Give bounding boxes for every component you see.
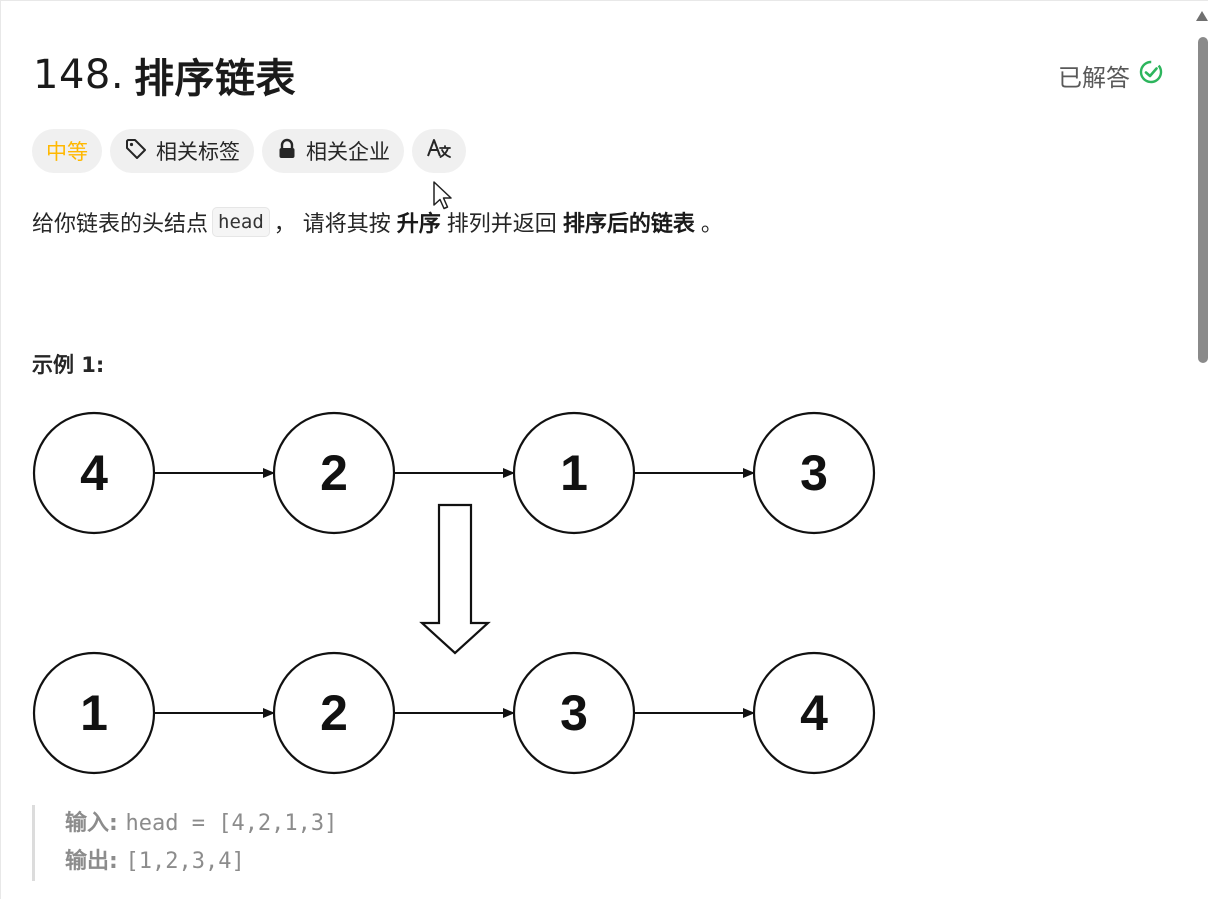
solved-status: 已解答 — [1058, 58, 1164, 93]
statement-bold-sorted-list: 排序后的链表 — [562, 212, 695, 237]
statement-text-1: 给你链表的头结点 — [32, 212, 209, 237]
after-node-value-2: 3 — [560, 685, 588, 741]
statement-bold-ascending: 升序 — [396, 212, 441, 237]
companies-tag-button[interactable]: 相关企业 — [262, 129, 404, 173]
example-output-line: 输出: [1,2,3,4] — [65, 849, 245, 874]
input-value: head = [4,2,1,3] — [125, 811, 338, 836]
lock-icon — [276, 138, 298, 165]
before-node-value-3: 3 — [800, 445, 828, 501]
after-node-3 — [752, 651, 876, 775]
example-title: 示例 1: — [32, 353, 105, 377]
output-value: [1,2,3,4] — [125, 849, 245, 874]
list-before: 4 2 1 3 — [32, 411, 876, 535]
after-node-value-3: 4 — [800, 685, 828, 741]
topics-tag-label: 相关标签 — [156, 140, 240, 164]
scroll-thumb[interactable] — [1198, 37, 1208, 363]
check-circle-icon — [1138, 59, 1164, 91]
scroll-up-arrow[interactable] — [1196, 11, 1208, 21]
problem-number: 148. — [33, 52, 125, 98]
difficulty-badge[interactable]: 中等 — [32, 129, 102, 173]
tag-bar: 中等 相关标签 相关企业 — [32, 129, 466, 173]
after-node-value-1: 2 — [320, 685, 348, 741]
solved-label: 已解答 — [1058, 63, 1130, 92]
statement-text-2: ， 请将其按 — [273, 212, 391, 237]
before-node-value-1: 2 — [320, 445, 348, 501]
example-diagram: 4 2 1 3 1 2 3 4 — [1, 401, 901, 785]
translate-icon — [426, 137, 452, 166]
difficulty-label: 中等 — [46, 140, 88, 164]
example-io: 输入: head = [4,2,1,3] 输出: [1,2,3,4] — [32, 805, 337, 881]
translate-button[interactable] — [412, 129, 466, 173]
topics-tag-button[interactable]: 相关标签 — [110, 129, 254, 173]
scrollbar[interactable] — [1196, 1, 1208, 899]
example-input-line: 输入: head = [4,2,1,3] — [65, 811, 338, 836]
statement-text-4: 。 — [700, 212, 723, 237]
problem-statement: 给你链表的头结点 head ， 请将其按 升序 排列并返回 排序后的链表 。 — [32, 206, 723, 238]
statement-text-3: 排列并返回 — [446, 212, 557, 237]
companies-tag-label: 相关企业 — [306, 140, 390, 164]
before-node-3 — [752, 411, 876, 535]
before-node-value-2: 1 — [560, 445, 588, 501]
inline-code-head: head — [212, 207, 270, 237]
after-node-value-0: 1 — [80, 685, 108, 741]
mouse-cursor-icon — [433, 181, 455, 215]
tag-icon — [124, 137, 148, 166]
output-label: 输出 — [65, 849, 110, 874]
list-after: 1 2 3 4 — [32, 651, 876, 775]
problem-name: 排序链表 — [134, 56, 297, 102]
title-row: 148. 排序链表 已解答 — [33, 45, 1164, 105]
problem-title[interactable]: 148. 排序链表 — [33, 46, 296, 104]
down-arrow-icon — [419, 503, 491, 655]
before-node-value-0: 4 — [80, 445, 108, 501]
input-label: 输入 — [65, 811, 110, 836]
